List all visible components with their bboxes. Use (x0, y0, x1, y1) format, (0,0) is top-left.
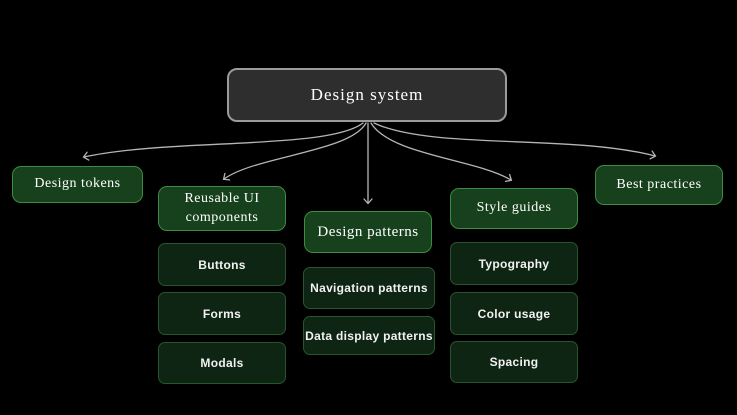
node-style-guides[interactable]: Style guides (450, 188, 578, 229)
node-buttons[interactable]: Buttons (158, 243, 286, 286)
node-design-tokens-label: Design tokens (34, 176, 121, 192)
node-spacing[interactable]: Spacing (450, 341, 578, 383)
node-modals-label: Modals (200, 356, 244, 370)
node-style-guides-label: Style guides (476, 200, 552, 216)
node-design-patterns[interactable]: Design patterns (304, 211, 432, 253)
node-forms[interactable]: Forms (158, 292, 286, 335)
node-design-patterns-label: Design patterns (317, 223, 419, 240)
node-navigation-patterns[interactable]: Navigation patterns (303, 267, 435, 309)
node-typography-label: Typography (478, 256, 550, 271)
node-typography[interactable]: Typography (450, 242, 578, 285)
node-color-usage[interactable]: Color usage (450, 292, 578, 335)
node-best-practices[interactable]: Best practices (595, 165, 723, 205)
node-best-practices-label: Best practices (616, 176, 702, 192)
edge-root-to-best-practices (373, 122, 657, 160)
node-forms-label: Forms (202, 306, 242, 321)
node-reusable-ui-components-label: Reusable UI components (184, 190, 260, 225)
node-data-display-patterns[interactable]: Data display patterns (303, 316, 435, 355)
node-design-system[interactable]: Design system (227, 68, 507, 122)
node-data-display-patterns-label: Data display patterns (305, 328, 433, 343)
edge-root-to-style-guides (370, 122, 513, 183)
node-color-usage-label: Color usage (477, 306, 551, 321)
node-navigation-patterns-label: Navigation patterns (310, 281, 428, 295)
node-modals[interactable]: Modals (158, 342, 286, 384)
node-design-system-label: Design system (310, 85, 424, 104)
edge-root-to-design-tokens (82, 122, 364, 161)
node-reusable-ui-components[interactable]: Reusable UI components (158, 186, 286, 231)
node-buttons-label: Buttons (198, 257, 246, 272)
edge-root-to-reusable-ui-components (222, 122, 367, 181)
node-design-tokens[interactable]: Design tokens (12, 166, 143, 203)
node-spacing-label: Spacing (489, 355, 539, 369)
